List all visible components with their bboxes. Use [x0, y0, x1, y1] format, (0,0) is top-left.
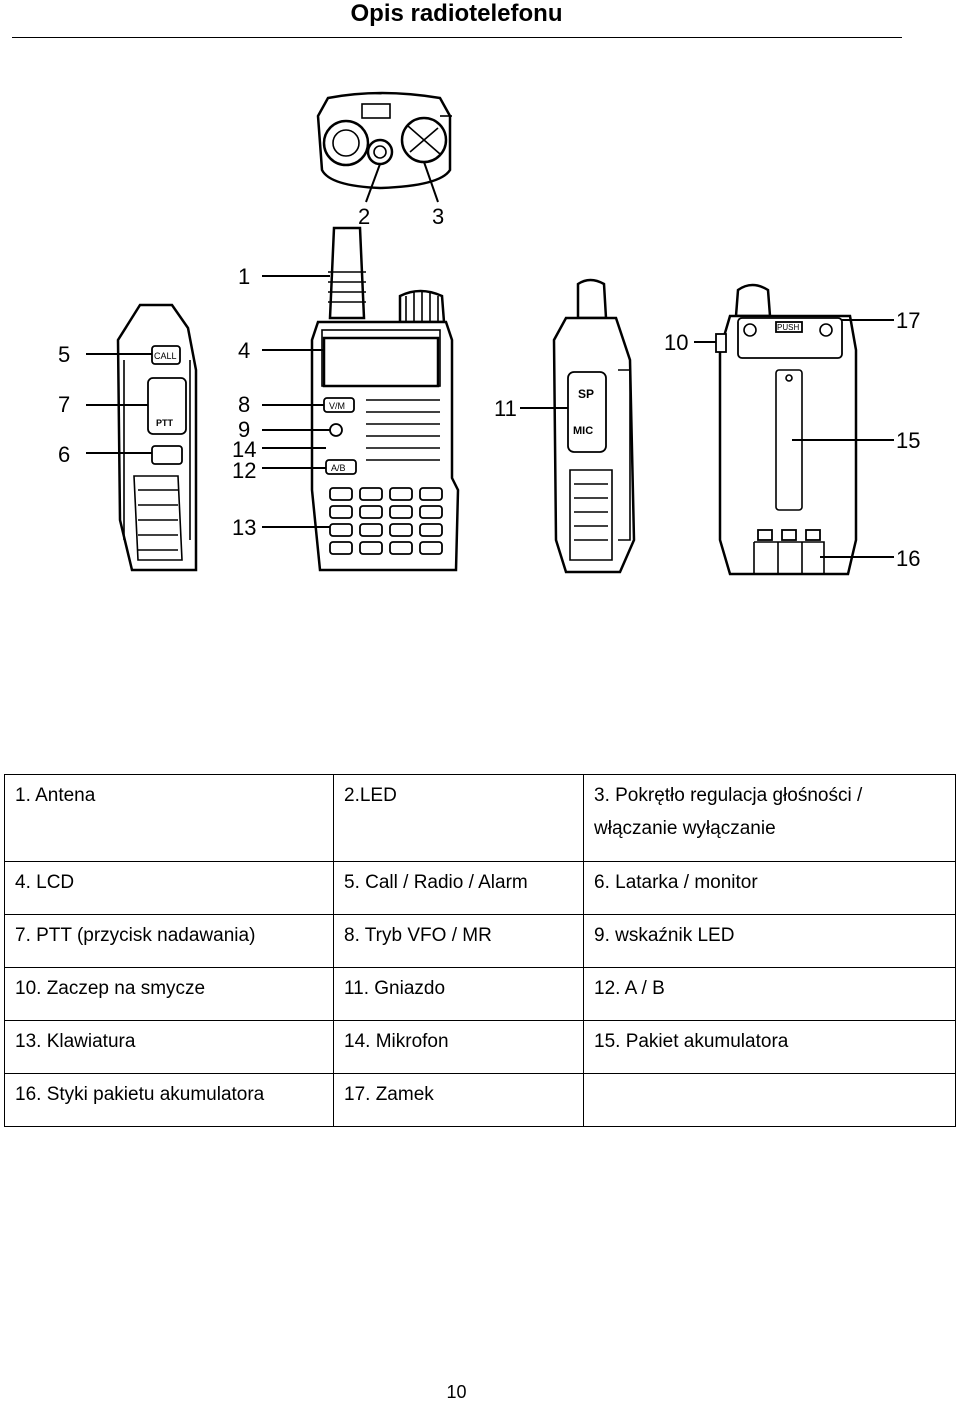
table-cell: 12. A / B — [583, 967, 956, 1021]
callout-6: 6 — [58, 442, 70, 467]
table-cell: 6. Latarka / monitor — [583, 861, 956, 915]
table-cell: 2.LED — [333, 774, 584, 862]
page-number: 10 — [446, 1382, 467, 1402]
table-cell: 16. Styki pakietu akumulatora — [4, 1073, 334, 1127]
callout-14: 14 — [232, 437, 256, 462]
callout-1: 1 — [238, 264, 250, 289]
callout-3: 3 — [432, 204, 444, 229]
callout-2: 2 — [358, 204, 370, 229]
table-row: 10. Zaczep na smycze 11. Gniazdo 12. A /… — [4, 967, 956, 1021]
top-view — [316, 91, 452, 203]
callout-4: 4 — [238, 338, 250, 363]
table-cell: 13. Klawiatura — [4, 1020, 334, 1074]
callout-17: 17 — [896, 308, 920, 333]
table-cell: 8. Tryb VFO / MR — [333, 914, 584, 968]
table-cell: 5. Call / Radio / Alarm — [333, 861, 584, 915]
table-row: 1. Antena 2.LED 3. Pokrętło regulacja gł… — [4, 774, 956, 862]
table-cell: 17. Zamek — [333, 1073, 584, 1127]
table-cell: 9. wskaźnik LED — [583, 914, 956, 968]
table-cell — [583, 1073, 956, 1127]
back-view — [694, 283, 894, 576]
callout-9: 9 — [238, 417, 250, 442]
vm-text: V/M — [329, 401, 345, 411]
table-cell: 4. LCD — [4, 861, 334, 915]
sp-text: SP — [578, 387, 594, 401]
callout-8: 8 — [238, 392, 250, 417]
table-cell: 10. Zaczep na smycze — [4, 967, 334, 1021]
callout-7: 7 — [58, 392, 70, 417]
radio-diagram: CALL PTT V/M A/B SP MIC PUSH 1 2 3 4 5 6… — [58, 91, 920, 576]
callout-11: 11 — [494, 396, 517, 421]
table-cell: 14. Mikrofon — [333, 1020, 584, 1074]
title-divider — [12, 37, 902, 38]
ab-text: A/B — [331, 463, 346, 473]
keypad — [329, 487, 443, 555]
callout-15: 15 — [896, 428, 920, 453]
parts-table: 1. Antena 2.LED 3. Pokrętło regulacja gł… — [4, 774, 956, 1127]
callout-16: 16 — [896, 546, 920, 571]
callout-10: 10 — [664, 330, 688, 355]
push-text: PUSH — [777, 323, 799, 332]
callout-5: 5 — [58, 342, 70, 367]
right-side-view — [520, 278, 636, 574]
front-view — [262, 226, 460, 572]
callout-13: 13 — [232, 515, 256, 540]
left-side-view — [86, 303, 198, 572]
table-row: 7. PTT (przycisk nadawania) 8. Tryb VFO … — [4, 914, 956, 968]
table-row: 13. Klawiatura 14. Mikrofon 15. Pakiet a… — [4, 1020, 956, 1074]
table-cell: 7. PTT (przycisk nadawania) — [4, 914, 334, 968]
table-cell: 3. Pokrętło regulacja głośności / włącza… — [583, 774, 956, 862]
table-cell: 1. Antena — [4, 774, 334, 862]
table-cell: 15. Pakiet akumulatora — [583, 1020, 956, 1074]
call-text: CALL — [154, 351, 177, 361]
table-row: 16. Styki pakietu akumulatora 17. Zamek — [4, 1073, 956, 1127]
table-row: 4. LCD 5. Call / Radio / Alarm 6. Latark… — [4, 861, 956, 915]
ptt-text: PTT — [156, 418, 174, 428]
callout-12: 12 — [232, 458, 256, 483]
page-title: Opis radiotelefonu — [350, 0, 563, 27]
mic-text: MIC — [573, 425, 593, 437]
table-cell: 11. Gniazdo — [333, 967, 584, 1021]
